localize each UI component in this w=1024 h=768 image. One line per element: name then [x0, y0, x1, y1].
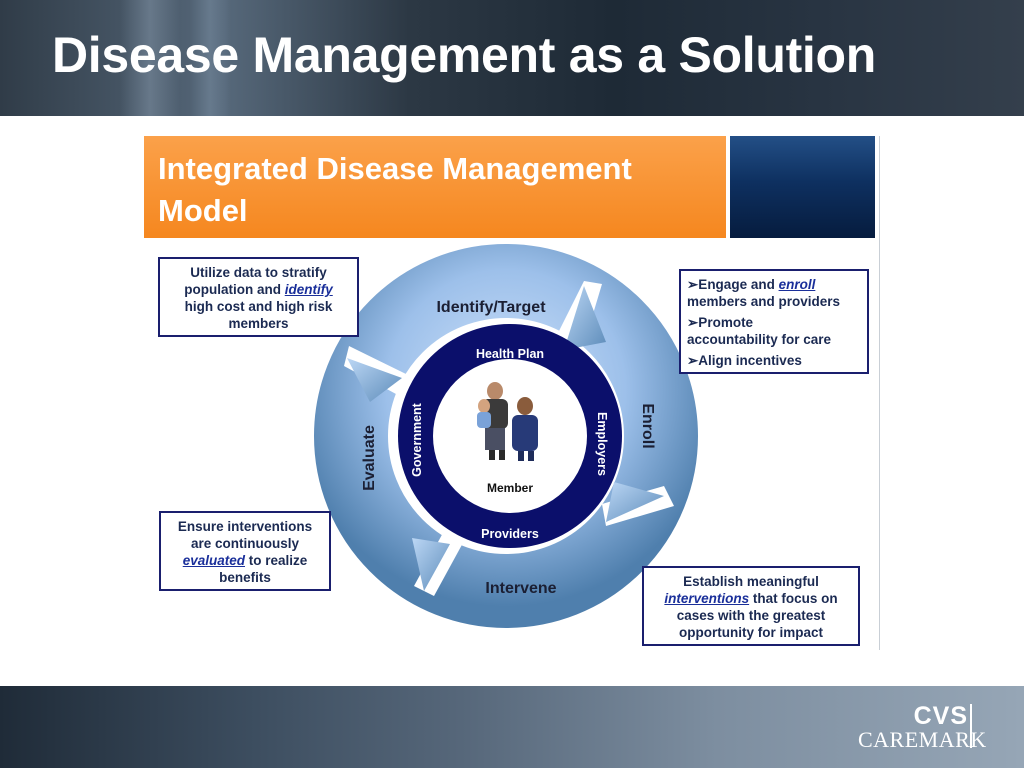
callout-text: cases with the greatest — [676, 608, 826, 623]
phase-label-evaluate: Evaluate — [361, 425, 378, 491]
arrow-head-icon — [347, 358, 402, 402]
banner-blue-panel — [730, 136, 875, 238]
callout-text: opportunity for impact — [679, 625, 823, 640]
phase-label-intervene: Intervene — [485, 580, 556, 597]
callout-intervene: Establish meaningful interventions that … — [642, 566, 860, 646]
arrow-head-icon — [412, 538, 450, 591]
callout-emphasis: enroll — [778, 277, 816, 292]
callout-text: are continuously — [190, 536, 300, 551]
logo-line-caremark: CAREMARK — [858, 727, 987, 752]
callout-text: members — [228, 316, 289, 331]
callout-evaluate: Ensure interventions are continuously ev… — [159, 511, 331, 591]
callout-text: population and — [184, 282, 285, 297]
slide-title: Disease Management as a Solution — [52, 27, 876, 83]
stakeholder-label-providers: Providers — [481, 527, 539, 541]
callout-enroll: ➢Engage and enroll members and providers… — [679, 269, 869, 374]
header-streak — [190, 0, 230, 116]
callout-text: ➢Align incentives — [687, 353, 802, 368]
callout-text: to realize — [245, 553, 308, 568]
callout-emphasis: evaluated — [182, 553, 245, 568]
stakeholder-label-government: Government — [410, 402, 424, 476]
arrow-head-icon — [564, 286, 606, 350]
footer-bar — [0, 686, 1024, 768]
header-bar — [0, 0, 1024, 116]
callout-text: ➢Promote — [687, 315, 754, 330]
cycle-diagram: Identify/Target Enroll Intervene Evaluat… — [314, 244, 698, 628]
figure-banner: Integrated Disease Management Model — [144, 136, 726, 238]
callout-text: ➢Engage and — [687, 277, 779, 292]
logo-line-cvs: CVS — [913, 702, 968, 730]
member-label: Member — [487, 481, 533, 495]
callout-identify: Utilize data to stratify population and … — [158, 257, 359, 337]
callout-text: Establish meaningful — [683, 574, 819, 589]
disease-management-figure: Integrated Disease Management Model — [144, 136, 880, 650]
stakeholder-label-health-plan: Health Plan — [476, 347, 544, 361]
callout-emphasis: identify — [284, 282, 333, 297]
family-illustration-icon — [477, 382, 538, 461]
callout-text: Utilize data to stratify — [190, 265, 327, 280]
callout-emphasis: interventions — [664, 591, 750, 606]
cvs-caremark-logo: CVS CAREMARK — [858, 702, 987, 752]
callout-text: benefits — [219, 570, 271, 585]
outer-cycle-ring — [314, 244, 698, 628]
callout-text: high cost and high risk — [184, 299, 333, 314]
stakeholder-label-employers: Employers — [595, 412, 609, 476]
callout-text: members and providers — [687, 294, 841, 309]
phase-label-enroll: Enroll — [639, 403, 656, 448]
callout-text: accountability for care — [687, 332, 832, 347]
member-circle — [433, 359, 587, 513]
logo-divider — [970, 704, 972, 748]
callout-text: that focus on — [749, 591, 838, 606]
figure-banner-title: Integrated Disease Management Model — [158, 151, 632, 228]
header-streak — [120, 0, 180, 116]
phase-label-identify: Identify/Target — [436, 299, 546, 316]
callout-text: Ensure interventions — [177, 519, 313, 534]
arrow-head-icon — [606, 482, 664, 522]
